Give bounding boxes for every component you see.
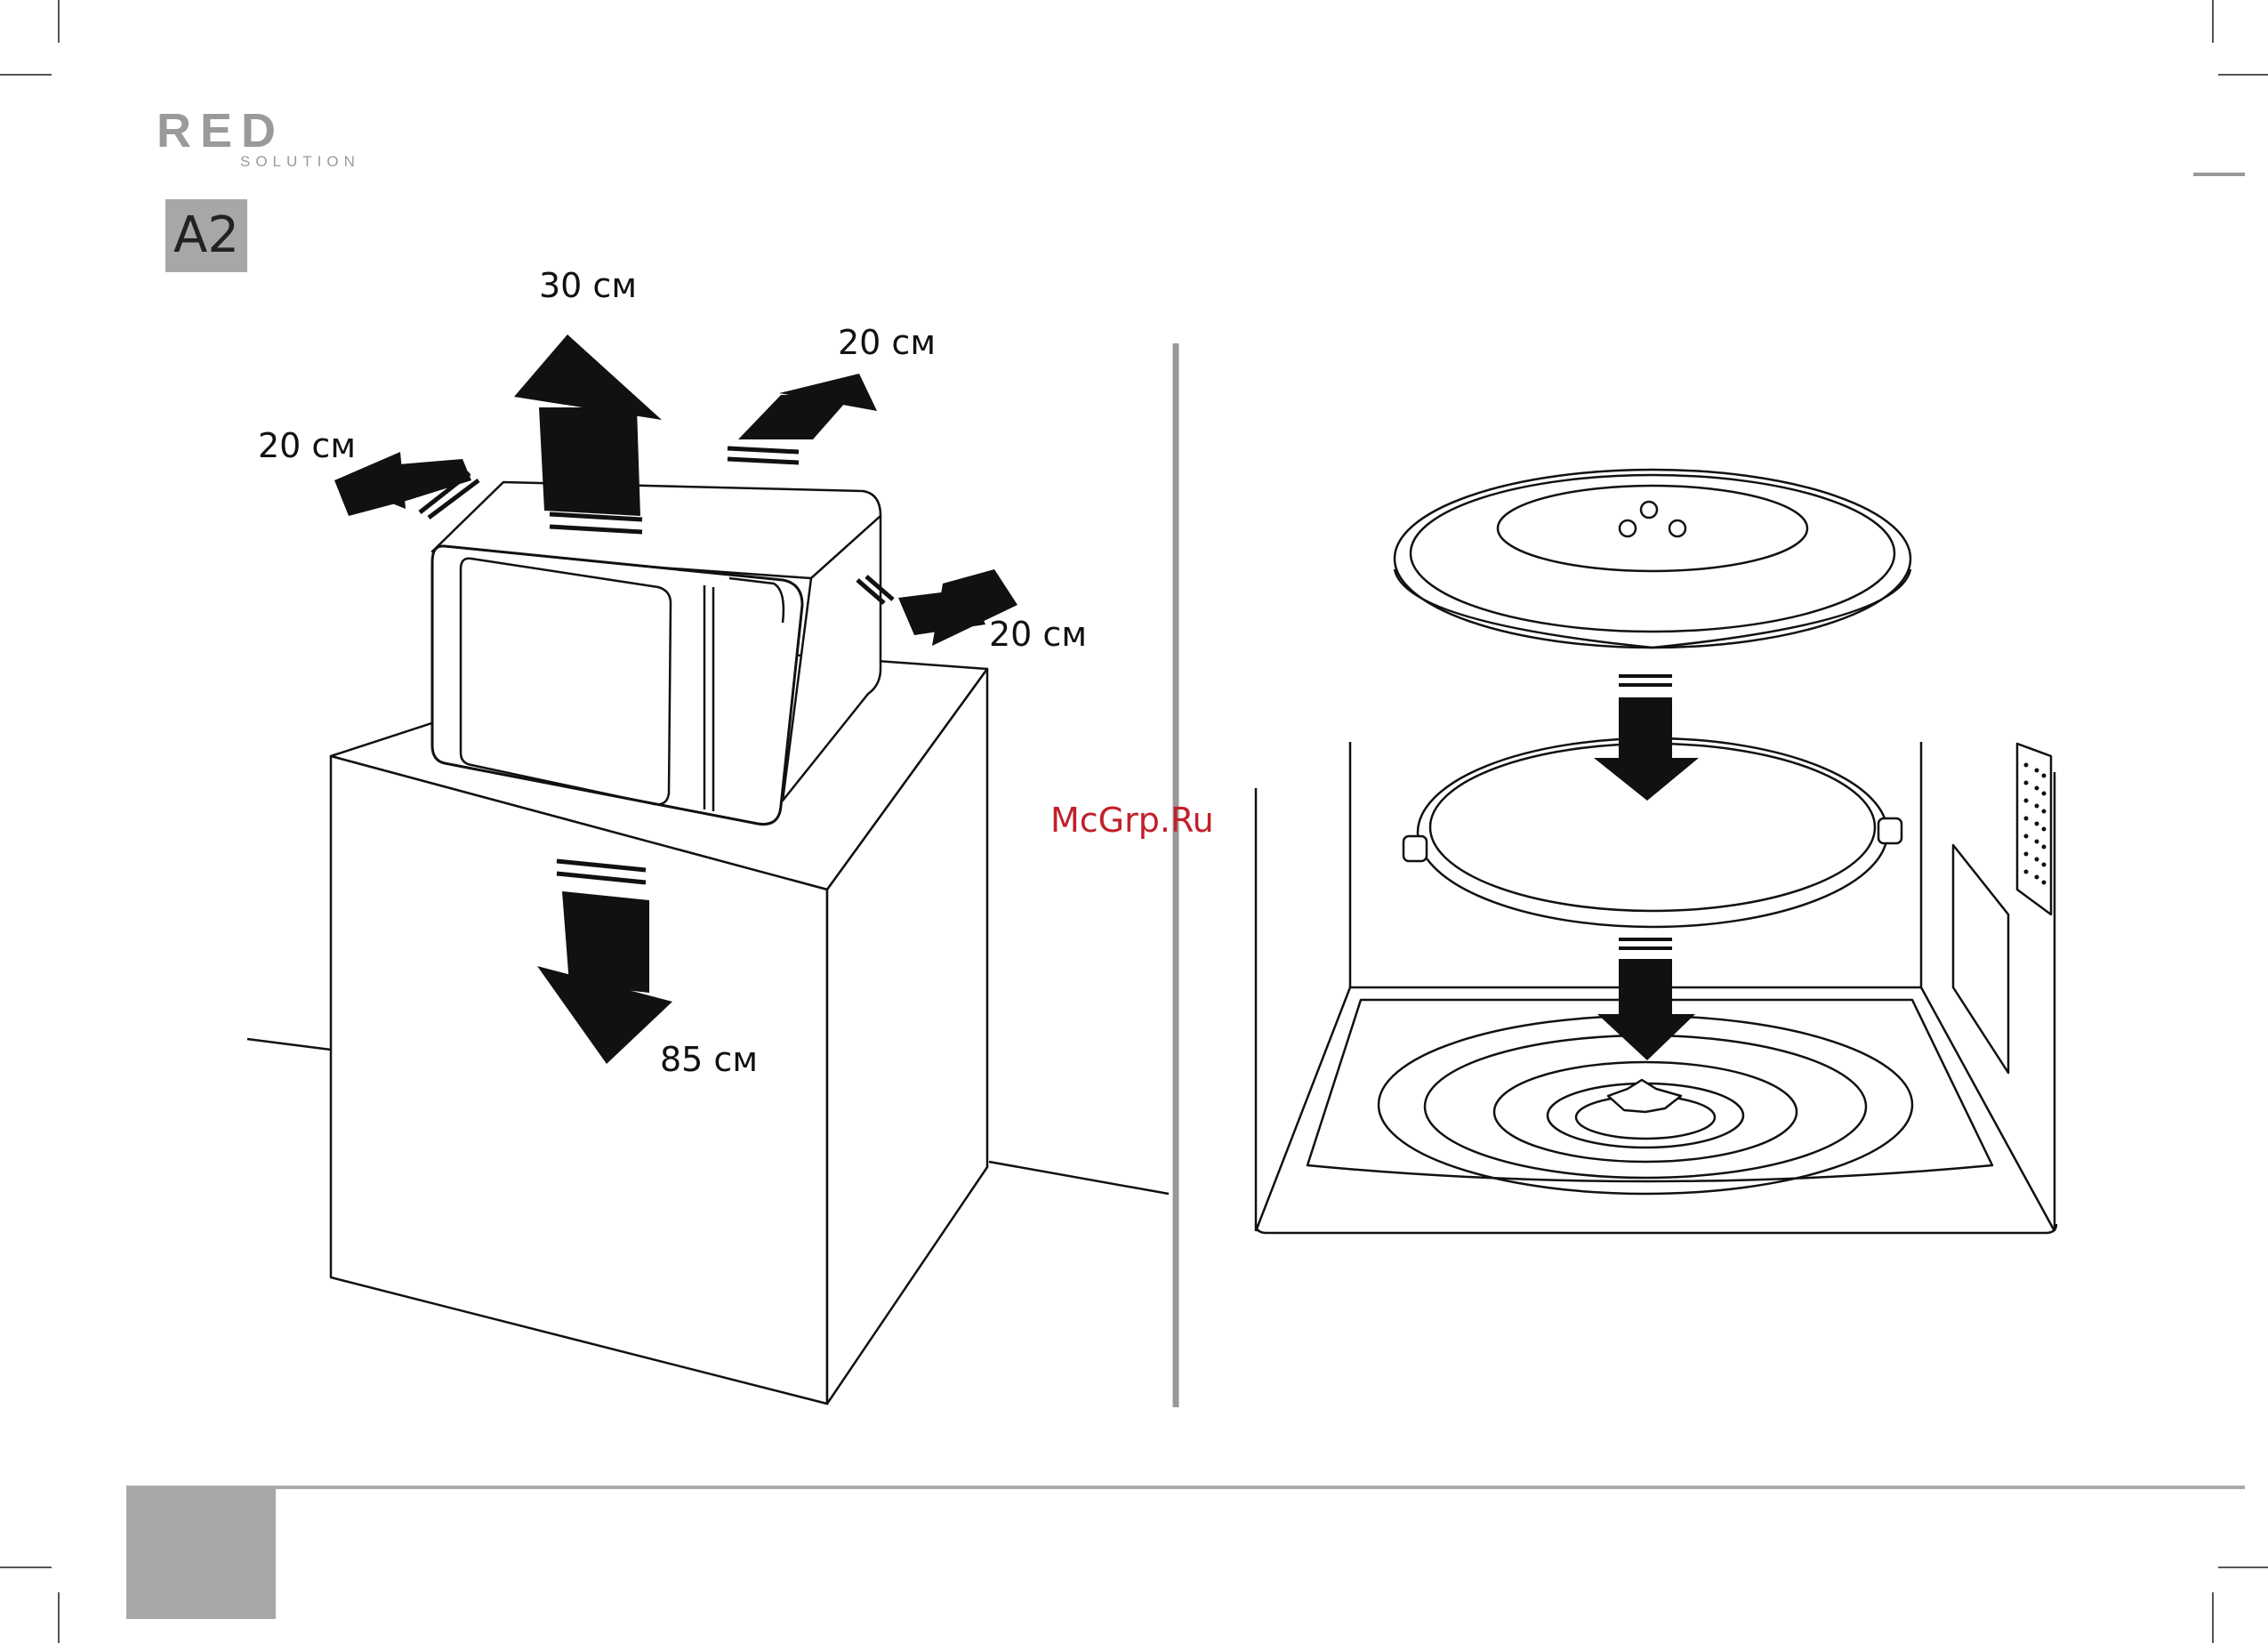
turntable-assembly-diagram: [1256, 470, 2056, 1233]
ring-rollers: [1403, 818, 1902, 861]
clearance-floor-label: 85 см: [660, 1043, 758, 1076]
wall-floor-line-left: [247, 1039, 331, 1050]
waveguide-cover: [1953, 845, 2008, 1073]
arrow-tray-down: [1619, 697, 1672, 758]
brand-tagline: SOLUTION: [240, 154, 360, 169]
watermark: McGrp.Ru: [1050, 803, 1214, 837]
clearance-left-label: 20 см: [258, 429, 356, 463]
glass-tray: [1395, 470, 1910, 648]
page-number-box: [126, 1487, 276, 1619]
installation-diagram: [247, 334, 1169, 1404]
cabinet-front: [331, 756, 827, 1404]
cabinet-side: [827, 669, 987, 1404]
microwave-front: [432, 546, 802, 825]
clearance-rear-label: 20 см: [838, 326, 936, 359]
clearance-top-label: 30 см: [539, 269, 637, 302]
brand-logo: RED: [157, 107, 285, 155]
clearance-right-label: 20 см: [989, 617, 1087, 651]
wall-floor-line-right: [989, 1162, 1169, 1194]
section-label-badge: A2: [165, 199, 247, 272]
